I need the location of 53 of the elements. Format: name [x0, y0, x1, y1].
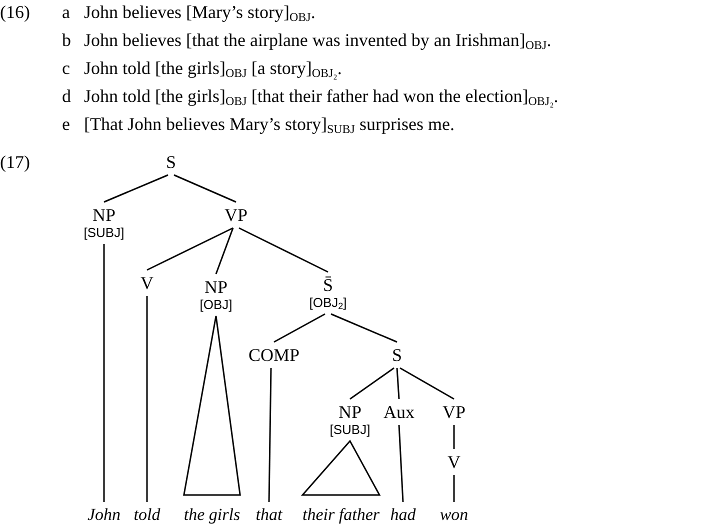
- tree-branch: [268, 368, 272, 502]
- category-label: VP: [442, 402, 466, 422]
- category-label: NP: [337, 402, 362, 422]
- triangle-branch: [183, 315, 241, 496]
- tree-branch: [453, 425, 455, 449]
- item-letter: a: [62, 2, 70, 22]
- category-label: NP: [204, 277, 228, 297]
- function-label: [OBJ]: [200, 297, 232, 313]
- item-letter: b: [62, 30, 71, 50]
- function-label: [OBJ$_{2}$]: [309, 295, 347, 311]
- category-label: VP: [224, 205, 248, 225]
- example-number: (16): [0, 2, 30, 22]
- category-label: S̄: [322, 275, 334, 295]
- category-label: S: [166, 152, 176, 172]
- terminal-word: told: [134, 505, 160, 524]
- item-letter: c: [62, 58, 70, 78]
- function-label: [SUBJ]: [330, 422, 370, 438]
- category-label: S: [392, 345, 402, 365]
- tree-branch: [174, 174, 236, 203]
- example-sentence: John believes [that the airplane was invented by an Irishman]$_{OBJ}$.: [84, 30, 552, 50]
- tree-branch: [146, 227, 234, 271]
- tree-branch: [146, 296, 148, 502]
- terminal-word: their father: [302, 505, 380, 524]
- category-label: Aux: [384, 402, 414, 422]
- example-sentence: John told [the girls]$_{OBJ}$ [that their father had won the election]$_{OBJ₂}$.: [84, 86, 558, 106]
- tree-branch: [396, 368, 400, 400]
- terminal-word: had: [390, 505, 416, 524]
- tree-branch: [104, 174, 168, 203]
- example-sentence: John believes [Mary’s story]$_{OBJ}$.: [84, 2, 316, 22]
- example-number: (17): [0, 152, 30, 172]
- terminal-word: the girls: [184, 505, 240, 524]
- tree-branch: [330, 313, 398, 343]
- function-label: [SUBJ]: [84, 225, 124, 241]
- category-label: V: [448, 452, 460, 472]
- terminal-word: that: [256, 505, 282, 524]
- category-label: V: [140, 273, 154, 293]
- tree-branch: [274, 313, 326, 343]
- tree-branch: [350, 367, 394, 400]
- terminal-word: John: [87, 505, 121, 524]
- category-label: COMP: [248, 345, 300, 365]
- tree-branch: [103, 244, 105, 502]
- tree-branch: [453, 475, 455, 502]
- category-label: NP: [91, 205, 116, 225]
- terminal-word: won: [440, 505, 468, 524]
- example-sentence: [That John believes Mary’s story]$_{SUBJ}$ surprises me.: [84, 114, 454, 134]
- triangle-branch: [300, 440, 381, 496]
- example-sentence: John told [the girls]$_{OBJ}$ [a story]$_{OBJ₂}$.: [84, 58, 342, 78]
- tree-branch: [215, 228, 234, 274]
- tree-branch: [238, 227, 328, 273]
- tree-branch: [400, 367, 454, 400]
- tree-branch: [398, 424, 404, 502]
- item-letter: e: [62, 114, 70, 134]
- item-letter: d: [62, 86, 71, 106]
